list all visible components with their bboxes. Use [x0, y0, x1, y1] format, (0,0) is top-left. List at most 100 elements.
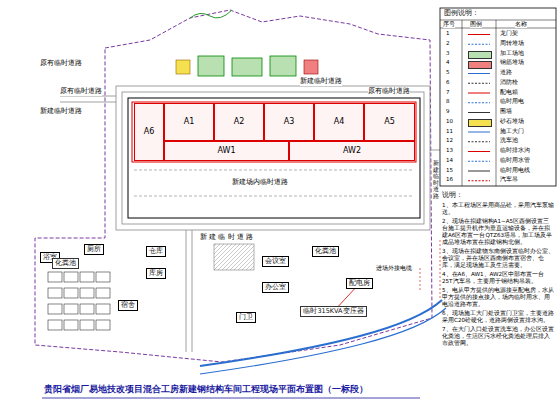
legend-text: 洗车池 — [500, 137, 518, 144]
zone-label: 会议室 — [265, 258, 286, 265]
legend-swatch — [468, 51, 492, 59]
map-label: 原有临时道路 — [60, 88, 102, 96]
legend-number: 9 — [446, 108, 450, 115]
legend-text: 道路 — [500, 69, 512, 76]
legend-text: 龙门架 — [500, 30, 518, 37]
legend-symbol — [468, 132, 490, 133]
building-zone: AW2 — [289, 141, 415, 161]
zone-label: 配电房 — [349, 280, 370, 287]
note-text: 6、现场施工大门处设置门卫室，主要道路采用C20砼硬化，道路两侧设置排水沟。 — [442, 310, 554, 324]
facility-box: 会议室 — [262, 256, 289, 267]
map-label: 图例说明： — [444, 10, 479, 18]
legend-symbol — [468, 180, 490, 181]
map-label: 新 建 临 时 道 路 — [200, 233, 253, 241]
note-text: 4、在A6、AW1、AW2区中部布置一台25T汽车吊，主要用于钢结构吊装。 — [442, 271, 554, 285]
zone-label: 门卫 — [239, 314, 253, 321]
legend-text: 配电箱 — [500, 89, 518, 96]
legend-text: 临时用电线 — [500, 167, 530, 174]
legend-symbol — [468, 171, 490, 172]
map-label: 新建临时道路 — [433, 160, 439, 200]
note-text: 2、现场在拟建钢构A1~A5区西侧设置三台施工提升机作为垂直运输设备，并在拟建A… — [442, 218, 554, 246]
legend-number: 3 — [446, 50, 450, 57]
building-zone: AW1 — [164, 141, 289, 161]
facility-box: 化粪池 — [312, 246, 339, 257]
zone-label: 仓库 — [149, 248, 163, 255]
zone-label: A6 — [144, 128, 155, 136]
building-zone: A6 — [134, 103, 164, 161]
legend-number: 7 — [446, 89, 450, 96]
building-zone: A1 — [164, 103, 214, 141]
zone-label: 化粪池 — [315, 248, 336, 255]
facility-box: 临时315KVA变压器 — [300, 306, 367, 317]
zone-label: A4 — [334, 118, 345, 126]
drawing-title: 贵阳省烟厂易地技改项目混合工房新建钢结构车间工程现场平面布置图（一标段） — [44, 384, 368, 394]
map-label: 图例 — [470, 21, 482, 28]
legend-text: 钢筋堆场 — [500, 59, 524, 66]
zone-label: 厕所 — [87, 246, 101, 253]
zone-label: A5 — [384, 118, 395, 126]
map-label: 新建临时道路 — [300, 78, 342, 86]
map-label: 说明： — [442, 192, 463, 200]
map-label: 原有临时道路 — [368, 88, 410, 96]
zone-label: AW1 — [217, 147, 235, 155]
legend-number: 13 — [446, 147, 453, 154]
legend-number: 14 — [446, 157, 453, 164]
map-label: 进场外接电缆 — [376, 264, 412, 271]
legend-symbol — [468, 83, 490, 84]
facility-box: 库房 — [146, 268, 166, 279]
legend-number: 8 — [446, 98, 450, 105]
legend-text: 临时用水管 — [500, 157, 530, 164]
legend-symbol — [468, 73, 490, 74]
facility-box: 配电房 — [346, 278, 373, 289]
zone-label: 临时315KVA变压器 — [303, 308, 363, 315]
legend-symbol — [468, 44, 490, 45]
legend-symbol — [468, 93, 490, 94]
building-zone: A5 — [364, 103, 415, 141]
legend-text: 加工场地 — [500, 50, 524, 57]
zone-label: 化粪池 — [55, 260, 76, 267]
legend-number: 4 — [446, 59, 450, 66]
power-cable — [339, 289, 355, 306]
map-label: 序号 — [443, 21, 455, 28]
legend-text: 消防栓 — [500, 79, 518, 86]
legend-number: 10 — [446, 118, 453, 125]
map-label: 名称 — [515, 21, 527, 28]
facility-box: 化粪池 — [52, 258, 79, 269]
facility-box: 厕所 — [84, 244, 104, 255]
legend-number: 11 — [446, 128, 453, 135]
zone-label: A2 — [234, 118, 245, 126]
legend-number: 16 — [446, 176, 453, 183]
legend-number: 5 — [446, 69, 450, 76]
legend-symbol — [468, 161, 490, 162]
legend-number: 6 — [446, 79, 450, 86]
legend-symbol — [468, 34, 490, 35]
zone-label: 库房 — [149, 270, 163, 277]
zone-label: 办公室 — [265, 284, 286, 291]
facility-box: 仓库 — [146, 246, 166, 257]
note-text: 7、在大门入口处设置洗车池，办公区设置化粪池，生活区污水经化粪池处理后排入市政管… — [442, 326, 554, 347]
building-zone: A2 — [214, 103, 264, 141]
note-text: 5、电从甲方提供的电源接至配电房，水从甲方提供的接点接入，场内临时用水、用电沿道… — [442, 287, 554, 308]
legend-text: 临时用电 — [500, 98, 524, 105]
note-text: 3、现场在拟建物东南侧设置临时办公室、会议室，并在场区西南侧布置宿舍、仓库，满足… — [442, 248, 554, 269]
legend-text: 砂石堆场 — [500, 118, 524, 125]
legend-number: 15 — [446, 167, 453, 174]
legend-text: 临时排水沟 — [500, 147, 530, 154]
legend-symbol — [468, 141, 490, 142]
zone-label: 宿舍 — [121, 302, 135, 309]
map-label: 新建场内临时道路 — [232, 178, 288, 186]
map-label: 新建临时道路 — [40, 108, 82, 116]
note-text: 1、本工程场区采用商品砼，采用汽车泵输送。 — [442, 202, 554, 216]
map-label: 原有临时道路 — [40, 60, 82, 68]
legend-symbol — [468, 102, 490, 103]
facility-box: 门卫 — [236, 312, 256, 323]
legend-swatch — [468, 61, 492, 69]
legend-text: 周转堆场 — [500, 40, 524, 47]
legend-number: 1 — [446, 30, 450, 37]
facility-box: 办公室 — [262, 282, 289, 293]
legend-swatch — [468, 119, 492, 127]
legend-number: 2 — [446, 40, 450, 47]
legend-text: 围墙 — [500, 108, 512, 115]
legend-number: 12 — [446, 137, 453, 144]
